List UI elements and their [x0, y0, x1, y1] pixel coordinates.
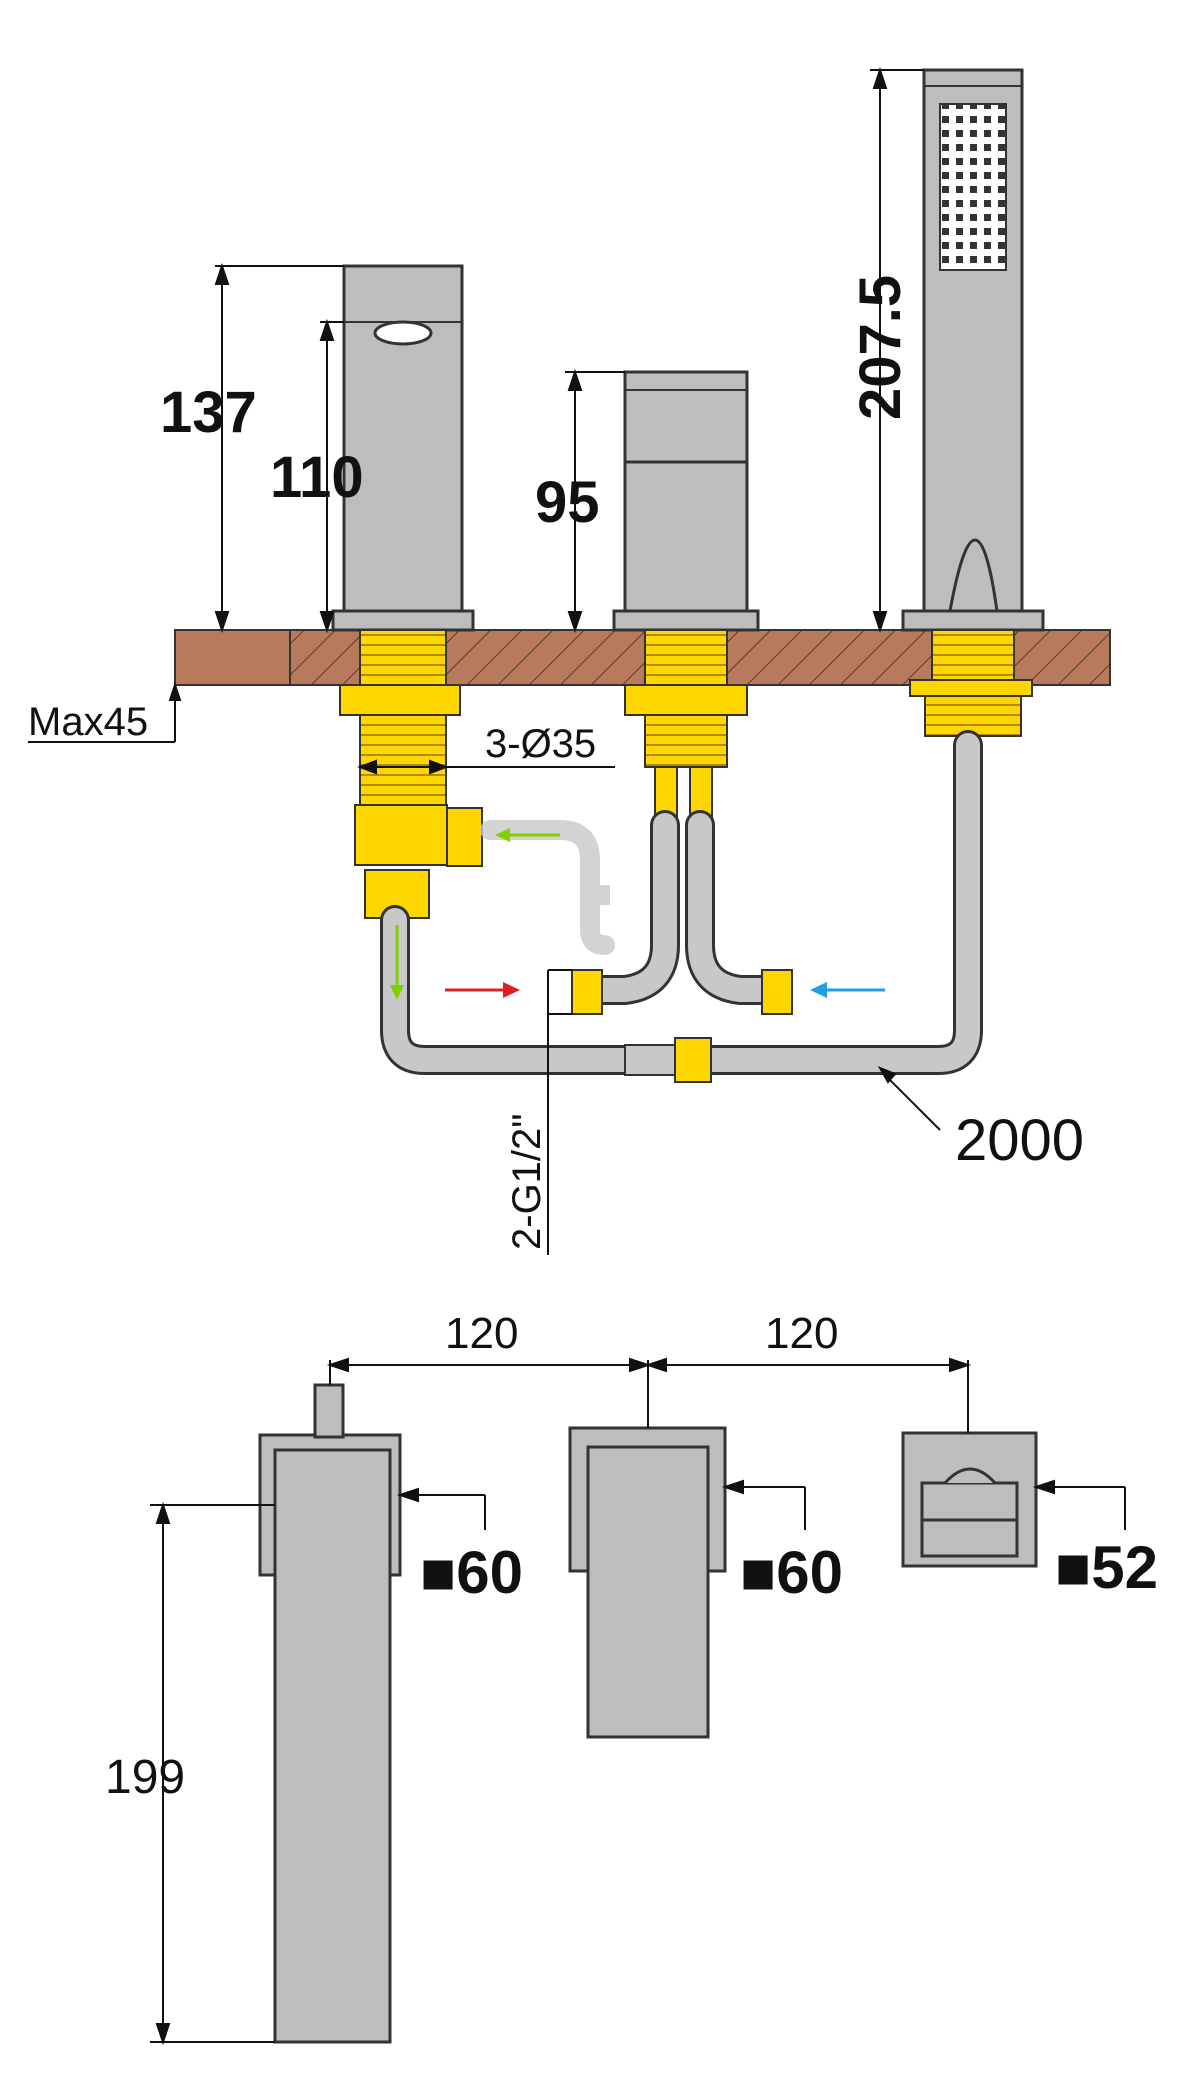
handle-nut: [624, 684, 748, 716]
spout-valve-body: [354, 804, 448, 866]
handle-thread: [644, 714, 728, 768]
handshower-holder: [901, 609, 1045, 632]
flow-arrow-to-spout: [495, 828, 510, 842]
handle-body: [623, 460, 749, 613]
hot-inlet-nut: [571, 969, 603, 1015]
handshower-hose-cone: [948, 538, 999, 613]
hoses: [380, 730, 983, 1075]
plan-dimensions: [150, 1357, 1126, 2046]
spout-nut: [339, 684, 461, 716]
handshower-spray-face: [939, 103, 1007, 271]
plan-spout-lever: [313, 1383, 345, 1439]
handshower-nut: [909, 679, 1033, 697]
elevation-dimensions: [28, 66, 941, 1255]
spout-outlet: [373, 320, 433, 346]
deck-solid: [174, 629, 291, 686]
dim-spout-base-size: ■60: [420, 1539, 523, 1606]
plan-spout-body: [273, 1448, 392, 2044]
dim-handshower-height: 207.5: [848, 275, 913, 420]
handshower-elevation: [901, 68, 1045, 737]
fittings: [571, 969, 793, 1083]
spout-thread: [359, 714, 447, 806]
dim-hose-length: 2000: [955, 1108, 1084, 1173]
plan-handle-lever: [586, 1445, 710, 1739]
plan-shower-cradle: [943, 1467, 997, 1485]
hose-coupling-chrome: [624, 1044, 676, 1076]
hot-water-arrow: [503, 982, 520, 998]
flow-arrows: [390, 828, 885, 1000]
handle-elevation: [612, 370, 760, 828]
hose-2000: [380, 730, 983, 1075]
hose-return: [480, 820, 615, 955]
dim-spout-total: 137: [160, 380, 257, 445]
dim-handle-height: 95: [535, 470, 600, 535]
spout-body: [342, 264, 464, 613]
dim-spacing-1: 120: [445, 1309, 518, 1358]
dim-spacing-2: 120: [765, 1309, 838, 1358]
dim-deck-thickness: Max45: [28, 700, 148, 744]
dim-spout-height: 110: [270, 445, 364, 510]
flow-arrow-down: [390, 985, 404, 1000]
dim-inlet-thread: 2-G1/2": [505, 1114, 549, 1250]
handle-base-plate: [612, 609, 760, 632]
hose-coupling-nut: [674, 1037, 712, 1083]
cold-inlet-nut: [761, 969, 793, 1015]
cold-water-arrow: [810, 982, 827, 998]
handle-top: [623, 370, 749, 464]
handle-shank: [644, 629, 728, 686]
spout-base-plate: [331, 609, 475, 632]
dim-shower-base-size: ■52: [1055, 1534, 1158, 1601]
handshower-shank: [931, 629, 1015, 681]
spout-shank: [359, 629, 447, 686]
dim-hole-diameter: 3-Ø35: [485, 722, 596, 766]
plan-view: [258, 1383, 1038, 2044]
handshower-nut-2: [924, 695, 1022, 737]
spout-elevation: [331, 264, 483, 919]
dim-spout-projection: 199: [105, 1751, 185, 1804]
spout-side-nut: [446, 807, 483, 867]
dim-handle-base-size: ■60: [740, 1539, 843, 1606]
